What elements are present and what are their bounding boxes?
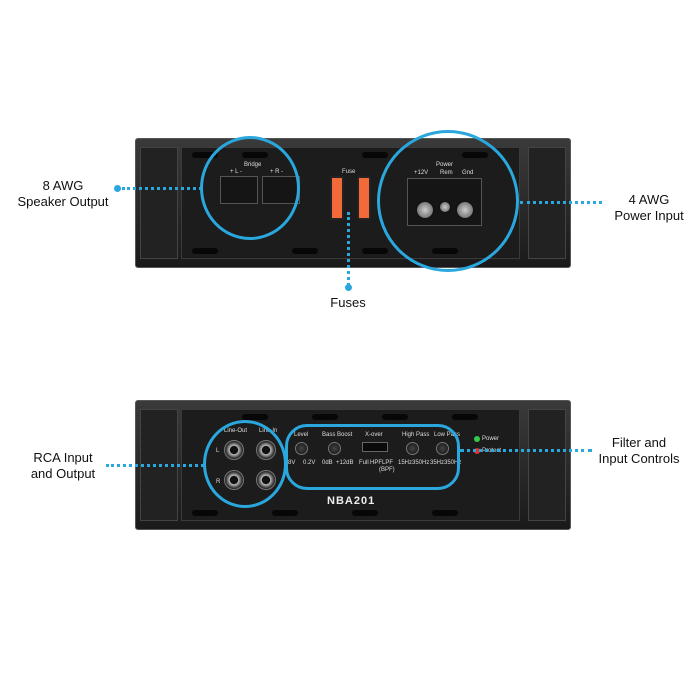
controls-highlight bbox=[285, 424, 460, 490]
fuse-2 bbox=[357, 176, 371, 220]
rca-callout: RCA Input and Output bbox=[18, 450, 108, 482]
callout-text: 8 AWG bbox=[42, 178, 84, 193]
level-max: 0.2V bbox=[303, 460, 316, 466]
lpf-label: LPF bbox=[382, 460, 394, 466]
callout-text: and Output bbox=[30, 466, 96, 481]
callout-text: Filter and bbox=[611, 435, 667, 450]
bass-max: +12dB bbox=[336, 460, 354, 466]
callout-text: Speaker Output bbox=[17, 194, 109, 209]
lp-max: 350Hz bbox=[444, 460, 462, 466]
heatsink-fin-right bbox=[528, 409, 566, 521]
bass-min: 0dB bbox=[322, 460, 333, 466]
power-input-callout: 4 AWG Power Input bbox=[604, 192, 694, 224]
power-led-label: Power bbox=[482, 436, 500, 442]
full-label: Full bbox=[359, 460, 369, 466]
bass-boost-label: Bass Boost bbox=[322, 432, 353, 438]
speaker-output-callout: 8 AWG Speaker Output bbox=[10, 178, 116, 210]
heatsink-fin-left bbox=[140, 147, 178, 259]
fuse-1 bbox=[330, 176, 344, 220]
speaker-output-highlight bbox=[200, 136, 300, 240]
callout-text: Input Controls bbox=[598, 451, 680, 466]
rca-highlight bbox=[203, 420, 287, 508]
xover-switch[interactable] bbox=[362, 442, 388, 452]
hp-max: 350Hz bbox=[412, 460, 430, 466]
high-pass-label: High Pass bbox=[402, 432, 430, 438]
power-input-highlight bbox=[377, 130, 519, 272]
power-led bbox=[474, 436, 480, 442]
callout-text: RCA Input bbox=[33, 450, 93, 465]
hp-min: 15Hz bbox=[398, 460, 413, 466]
bass-boost-knob[interactable] bbox=[328, 442, 341, 455]
callout-text: 4 AWG bbox=[628, 192, 670, 207]
hpf-label: HPF bbox=[370, 460, 382, 466]
xover-label: X-over bbox=[365, 432, 383, 438]
level-min: 8V bbox=[288, 460, 296, 466]
bpf-label: (BPF) bbox=[379, 467, 395, 473]
fuses-callout: Fuses bbox=[330, 295, 366, 310]
callout-text: Power Input bbox=[614, 208, 684, 223]
high-pass-knob[interactable] bbox=[406, 442, 419, 455]
filter-controls-callout: Filter and Input Controls bbox=[594, 435, 684, 467]
lp-min: 35Hz bbox=[430, 460, 445, 466]
model-name: NBA201 bbox=[327, 495, 376, 507]
fuse-label: Fuse bbox=[342, 169, 356, 175]
